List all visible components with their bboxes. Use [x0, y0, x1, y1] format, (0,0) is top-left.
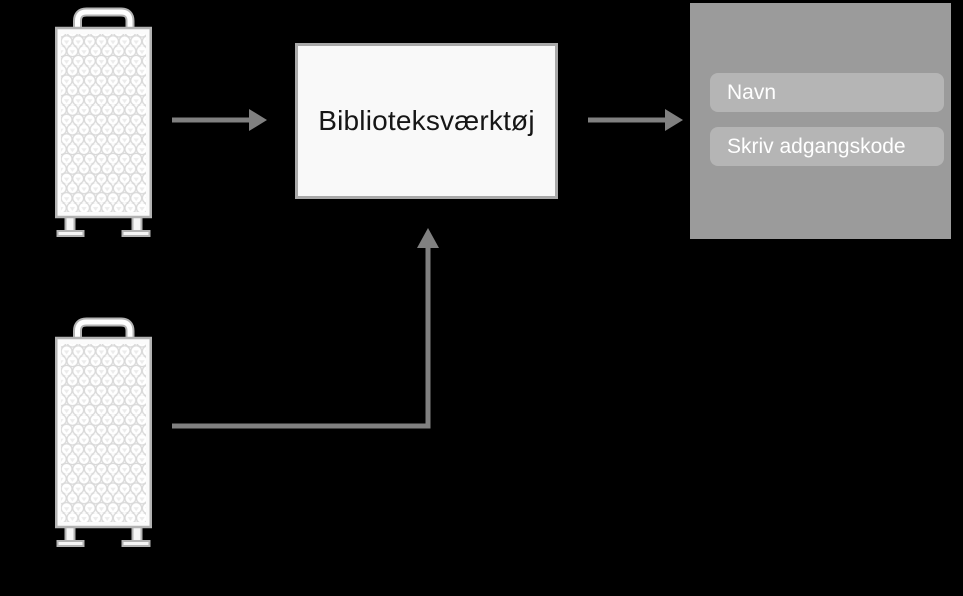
password-field-label: Skriv adgangskode — [727, 134, 906, 158]
library-tool-box: Biblioteksværktøj — [295, 43, 558, 199]
password-field: Skriv adgangskode — [710, 127, 944, 166]
name-field-label: Navn — [727, 80, 777, 104]
arrow-elbow-up-icon — [172, 228, 439, 429]
login-panel: Navn Skriv adgangskode — [690, 3, 951, 239]
mac-pro-tower-icon — [56, 12, 151, 236]
arrow-right-icon — [588, 109, 683, 131]
library-tool-label: Biblioteksværktøj — [318, 105, 535, 136]
name-field: Navn — [710, 73, 944, 112]
arrow-right-icon — [172, 109, 267, 131]
mac-pro-tower-icon — [56, 322, 151, 546]
